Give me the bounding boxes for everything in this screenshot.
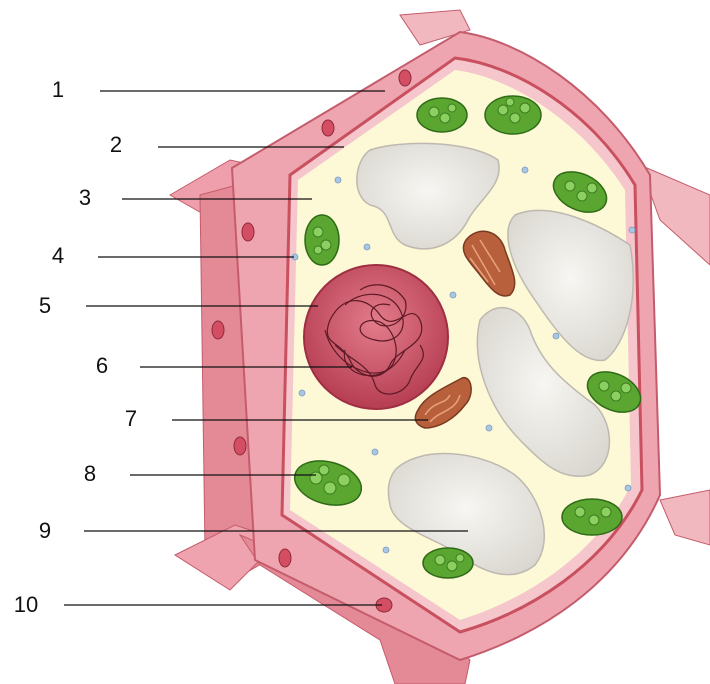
label-2: 2 [96, 132, 136, 158]
label-7: 7 [111, 406, 151, 432]
label-1: 1 [38, 77, 78, 103]
label-6: 6 [82, 353, 122, 379]
label-8: 8 [70, 461, 110, 487]
label-10: 10 [6, 592, 46, 618]
label-4: 4 [38, 243, 78, 269]
label-9: 9 [25, 518, 65, 544]
label-5: 5 [25, 293, 65, 319]
label-3: 3 [65, 185, 105, 211]
nucleus [304, 265, 448, 409]
